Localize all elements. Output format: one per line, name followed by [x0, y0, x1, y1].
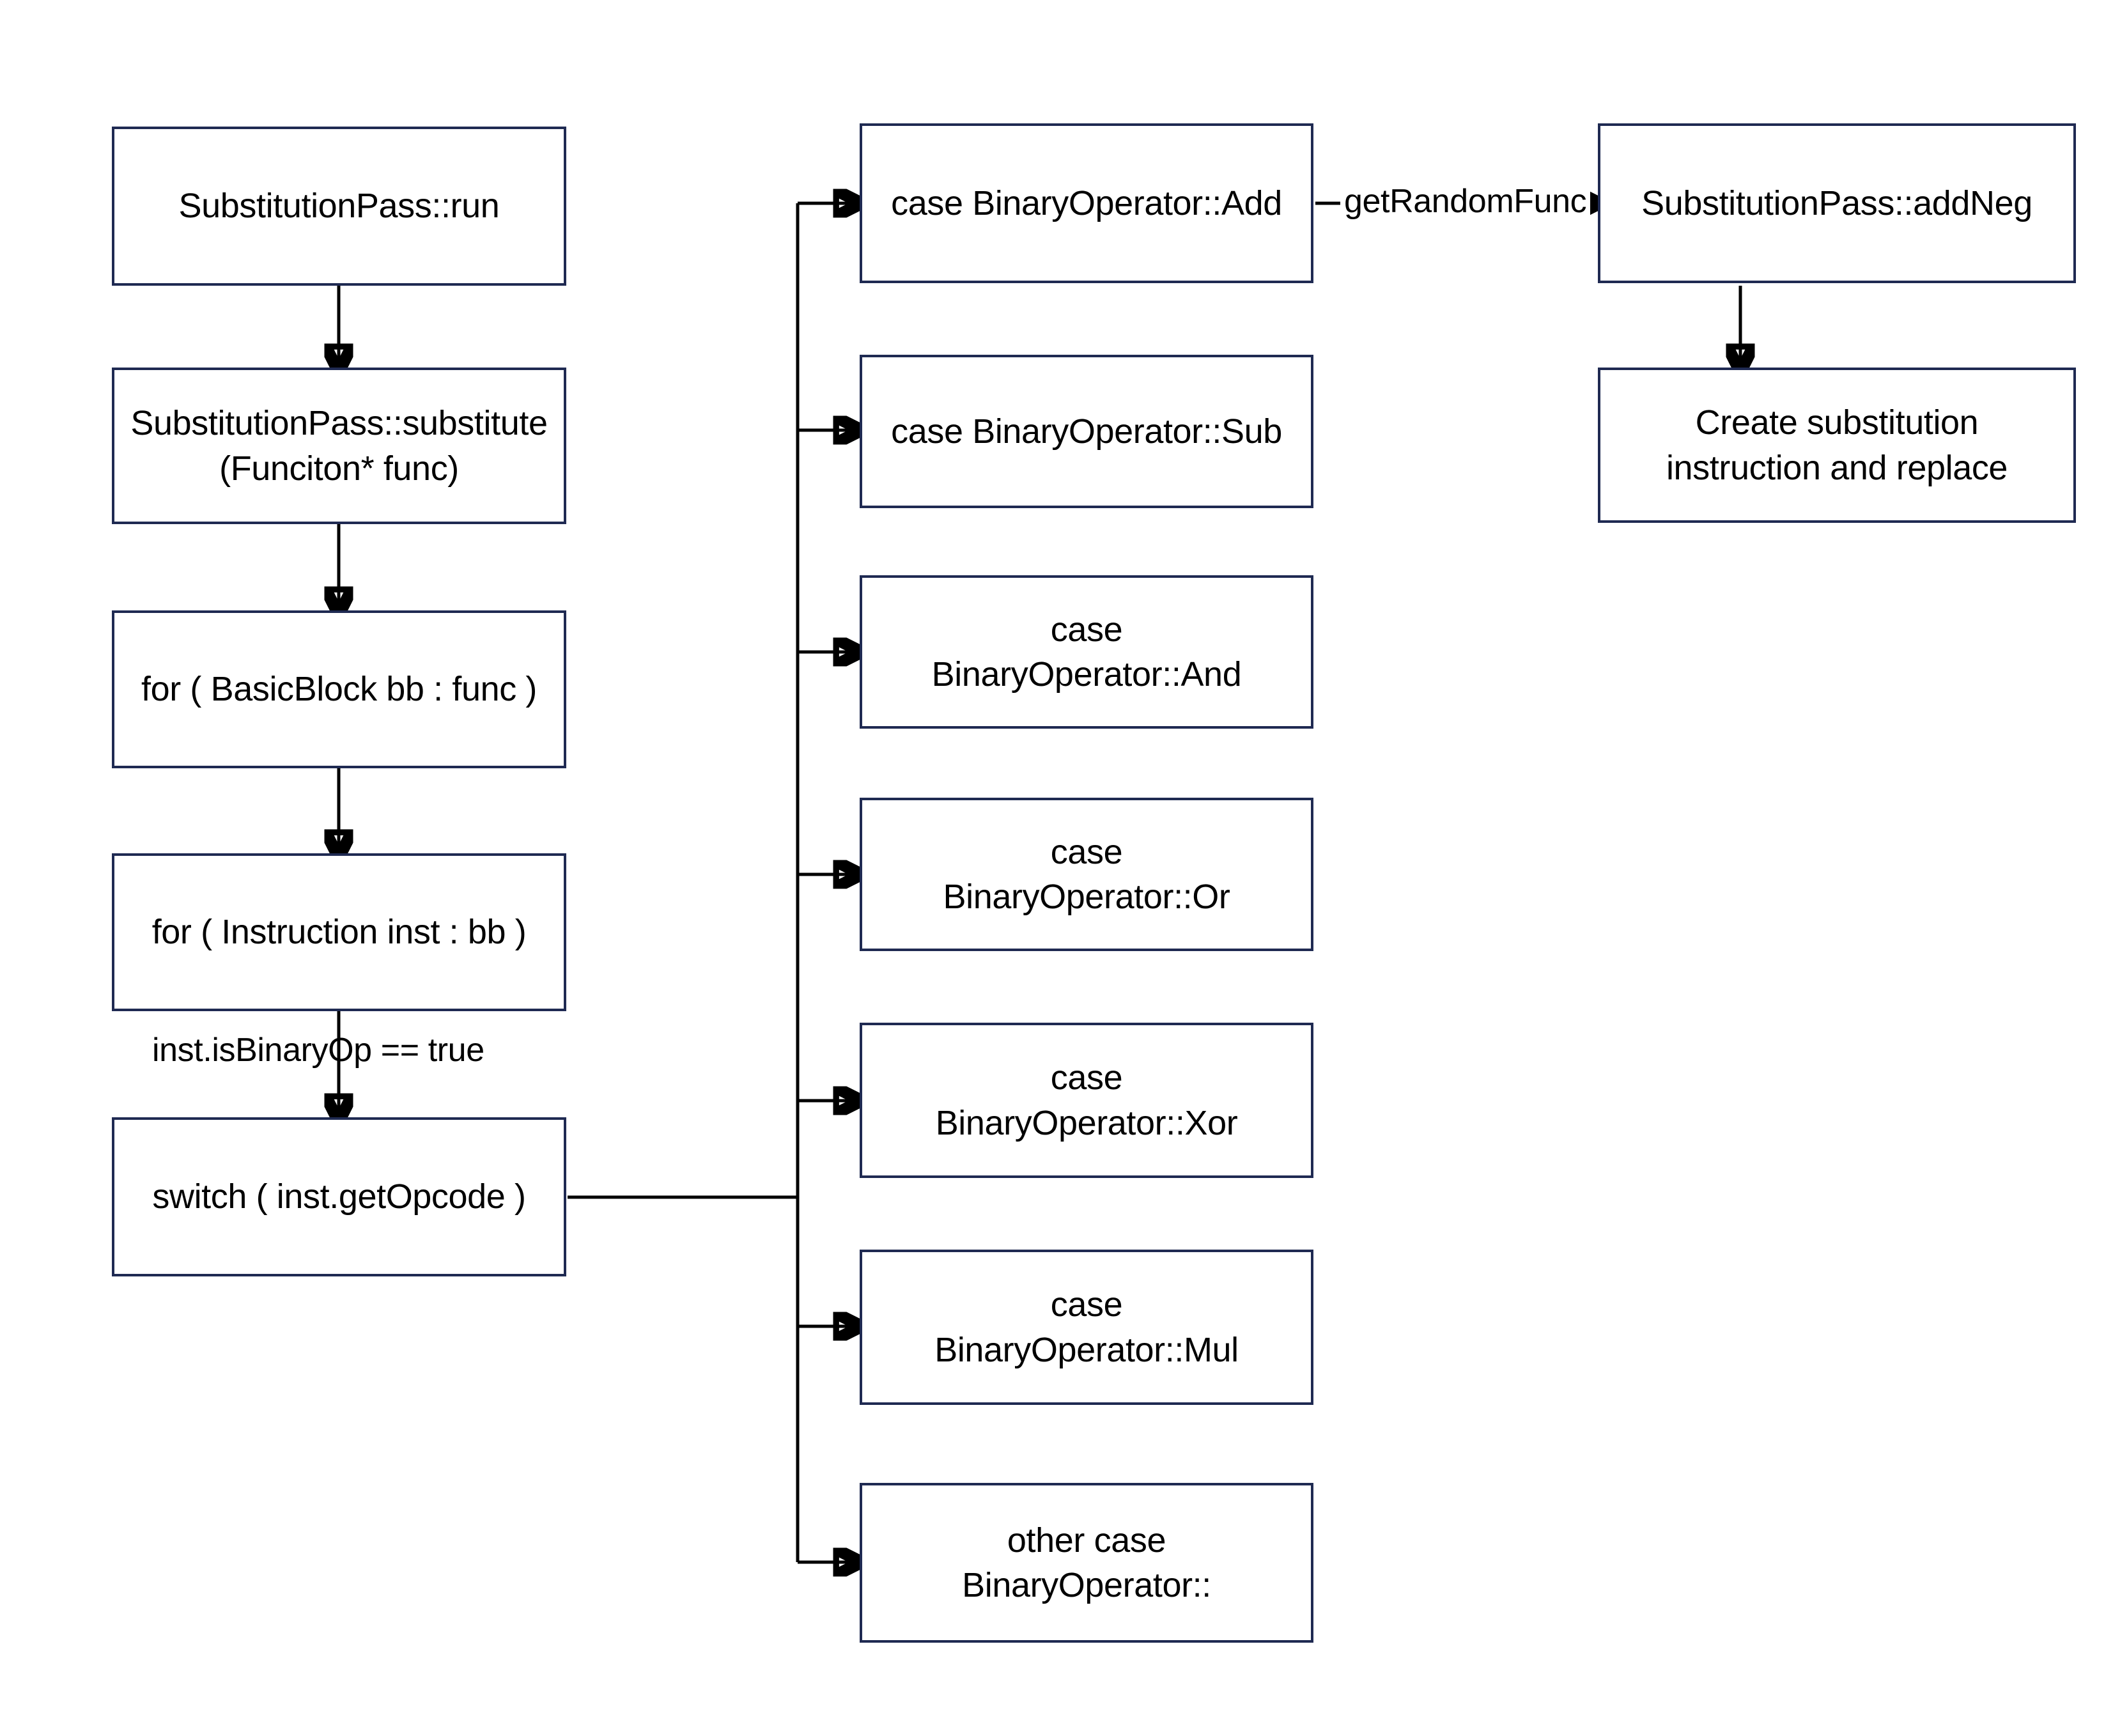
node-label: switch ( inst.getOpcode ): [152, 1177, 526, 1216]
node-case-binaryoperator-mul[interactable]: case BinaryOperator::Mul: [860, 1250, 1313, 1405]
node-substitutionpass-run[interactable]: SubstitutionPass::run: [112, 127, 566, 286]
node-label: case BinaryOperator::Sub: [891, 412, 1282, 451]
node-label: SubstitutionPass::substitute (Funciton* …: [130, 404, 548, 488]
node-case-binaryoperator-or[interactable]: case BinaryOperator::Or: [860, 798, 1313, 951]
node-case-binaryoperator-add[interactable]: case BinaryOperator::Add: [860, 123, 1313, 283]
node-label: case BinaryOperator::Add: [891, 183, 1282, 222]
node-label: case BinaryOperator::Or: [943, 832, 1230, 916]
node-substitutionpass-substitute[interactable]: SubstitutionPass::substitute (Funciton* …: [112, 368, 566, 524]
node-label: other case BinaryOperator::: [962, 1521, 1211, 1604]
node-label: case BinaryOperator::And: [931, 610, 1242, 694]
node-label: SubstitutionPass::run: [178, 187, 500, 226]
node-label: for ( BasicBlock bb : func ): [141, 670, 538, 709]
node-label: case BinaryOperator::Xor: [935, 1058, 1238, 1142]
node-label: case BinaryOperator::Mul: [934, 1285, 1239, 1369]
node-substitutionpass-addneg[interactable]: SubstitutionPass::addNeg: [1598, 123, 2076, 283]
node-label: Create substitution instruction and repl…: [1666, 403, 2008, 487]
edge-label-is-binary-op: inst.isBinaryOp == true: [152, 1032, 484, 1069]
node-for-basicblock[interactable]: for ( BasicBlock bb : func ): [112, 610, 566, 768]
edge-label-get-random-func: getRandomFunc: [1340, 183, 1591, 221]
node-case-binaryoperator-xor[interactable]: case BinaryOperator::Xor: [860, 1023, 1313, 1178]
node-case-binaryoperator-sub[interactable]: case BinaryOperator::Sub: [860, 355, 1313, 508]
node-case-binaryoperator-and[interactable]: case BinaryOperator::And: [860, 575, 1313, 729]
node-create-substitution-instruction[interactable]: Create substitution instruction and repl…: [1598, 368, 2076, 523]
node-switch-getopcode[interactable]: switch ( inst.getOpcode ): [112, 1117, 566, 1276]
node-label: for ( Instruction inst : bb ): [151, 913, 527, 952]
node-case-binaryoperator-other[interactable]: other case BinaryOperator::: [860, 1483, 1313, 1643]
node-label: SubstitutionPass::addNeg: [1641, 183, 2032, 222]
node-for-instruction[interactable]: for ( Instruction inst : bb ): [112, 853, 566, 1011]
